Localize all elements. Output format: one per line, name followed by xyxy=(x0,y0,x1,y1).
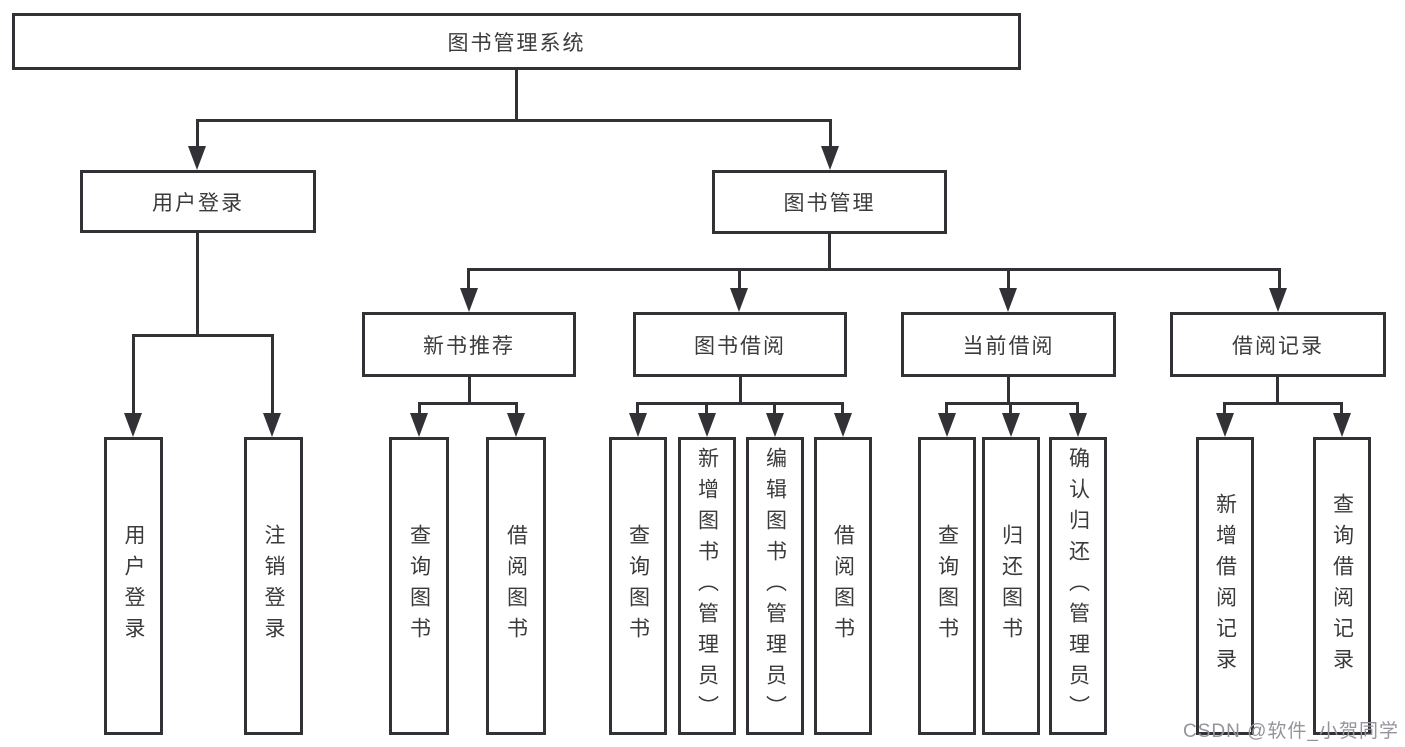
connector-line xyxy=(418,402,518,405)
connector-line xyxy=(271,334,274,416)
arrowhead-down-icon xyxy=(188,146,206,170)
arrowhead-down-icon xyxy=(507,413,525,437)
arrowhead-down-icon xyxy=(698,413,716,437)
leaf-borrow-books-borrowing: 借阅图书 xyxy=(814,437,872,735)
leaf-label: 注销登录 xyxy=(262,524,285,648)
connector-line xyxy=(1278,268,1281,290)
arrowhead-down-icon xyxy=(938,413,956,437)
leaf-label: 用户登录 xyxy=(122,524,145,648)
connector-line xyxy=(1276,377,1279,405)
arrowhead-down-icon xyxy=(263,413,281,437)
node-library-management-system: 图书管理系统 xyxy=(12,13,1021,70)
node-book-borrowing: 图书借阅 xyxy=(633,312,847,377)
leaf-label: 查询图书 xyxy=(935,524,959,648)
connector-line xyxy=(828,234,831,270)
leaf-return-books: 归还图书 xyxy=(982,437,1040,735)
connector-line xyxy=(132,334,135,416)
connector-line xyxy=(738,268,741,290)
connector-line xyxy=(636,402,639,415)
leaf-label: 查询图书 xyxy=(407,524,431,648)
arrowhead-down-icon xyxy=(834,413,852,437)
connector-line xyxy=(705,402,708,415)
leaf-add-borrow-record: 新增借阅记录 xyxy=(1196,437,1254,735)
node-label: 图书管理 xyxy=(783,192,876,215)
arrowhead-down-icon xyxy=(999,288,1017,312)
leaf-label: 借阅图书 xyxy=(504,524,528,648)
leaf-label: 确认归还（管理员） xyxy=(1066,446,1090,726)
node-new-book-recommendation: 新书推荐 xyxy=(362,312,576,377)
arrowhead-down-icon xyxy=(766,413,784,437)
leaf-label: 编辑图书（管理员） xyxy=(763,446,787,726)
connector-line xyxy=(1223,402,1226,415)
leaf-query-borrow-record: 查询借阅记录 xyxy=(1313,437,1371,735)
leaf-label: 查询图书 xyxy=(626,524,650,648)
connector-line xyxy=(196,119,832,122)
leaf-borrow-books-recommend: 借阅图书 xyxy=(486,437,546,735)
connector-line xyxy=(467,268,1281,271)
connector-line xyxy=(1007,377,1010,405)
arrowhead-down-icon xyxy=(460,288,478,312)
connector-line xyxy=(1009,402,1012,415)
connector-line xyxy=(841,402,844,415)
connector-line xyxy=(636,402,844,405)
arrowhead-down-icon xyxy=(1216,413,1234,437)
node-label: 图书管理系统 xyxy=(447,31,586,55)
arrowhead-down-icon xyxy=(1069,413,1087,437)
node-label: 新书推荐 xyxy=(423,334,515,358)
connector-line xyxy=(1076,402,1079,415)
node-current-borrowing: 当前借阅 xyxy=(901,312,1116,377)
connector-line xyxy=(418,402,421,415)
connector-line xyxy=(1007,268,1010,290)
connector-line xyxy=(1340,402,1343,415)
connector-line xyxy=(132,334,274,337)
leaf-user-login: 用户登录 xyxy=(104,437,163,735)
connector-line xyxy=(945,402,948,415)
connector-line xyxy=(467,268,470,290)
connector-line xyxy=(515,402,518,415)
leaf-logout: 注销登录 xyxy=(244,437,303,735)
arrowhead-down-icon xyxy=(730,288,748,312)
connector-line xyxy=(773,402,776,415)
arrowhead-down-icon xyxy=(1002,413,1020,437)
connector-line xyxy=(196,233,199,337)
connector-line xyxy=(515,70,518,121)
connector-line xyxy=(945,402,1079,405)
arrowhead-down-icon xyxy=(629,413,647,437)
leaf-query-books-borrowing: 查询图书 xyxy=(609,437,667,735)
watermark: CSDN @软件_小贺同学 xyxy=(1183,721,1399,742)
node-borrowing-records: 借阅记录 xyxy=(1170,312,1386,377)
node-label: 图书借阅 xyxy=(694,334,786,358)
arrowhead-down-icon xyxy=(410,413,428,437)
connector-line xyxy=(468,377,471,405)
leaf-label: 新增借阅记录 xyxy=(1213,493,1237,679)
node-book-management: 图书管理 xyxy=(712,170,947,234)
connector-line xyxy=(196,119,199,149)
connector-line xyxy=(829,119,832,149)
arrowhead-down-icon xyxy=(1269,288,1287,312)
leaf-query-books-current: 查询图书 xyxy=(918,437,976,735)
leaf-edit-books-admin: 编辑图书（管理员） xyxy=(746,437,804,735)
leaf-query-books-recommend: 查询图书 xyxy=(389,437,449,735)
node-label: 当前借阅 xyxy=(962,334,1055,358)
leaf-confirm-return-admin: 确认归还（管理员） xyxy=(1049,437,1107,735)
arrowhead-down-icon xyxy=(821,146,839,170)
leaf-add-books-admin: 新增图书（管理员） xyxy=(678,437,736,735)
leaf-label: 查询借阅记录 xyxy=(1330,493,1354,679)
connector-line xyxy=(1223,402,1343,405)
leaf-label: 归还图书 xyxy=(999,524,1023,648)
arrowhead-down-icon xyxy=(124,413,142,437)
leaf-label: 新增图书（管理员） xyxy=(695,446,719,726)
node-label: 用户登录 xyxy=(152,191,244,215)
node-user-login: 用户登录 xyxy=(80,170,316,233)
node-label: 借阅记录 xyxy=(1232,334,1324,358)
arrowhead-down-icon xyxy=(1333,413,1351,437)
connector-line xyxy=(739,377,742,405)
leaf-label: 借阅图书 xyxy=(831,524,855,648)
